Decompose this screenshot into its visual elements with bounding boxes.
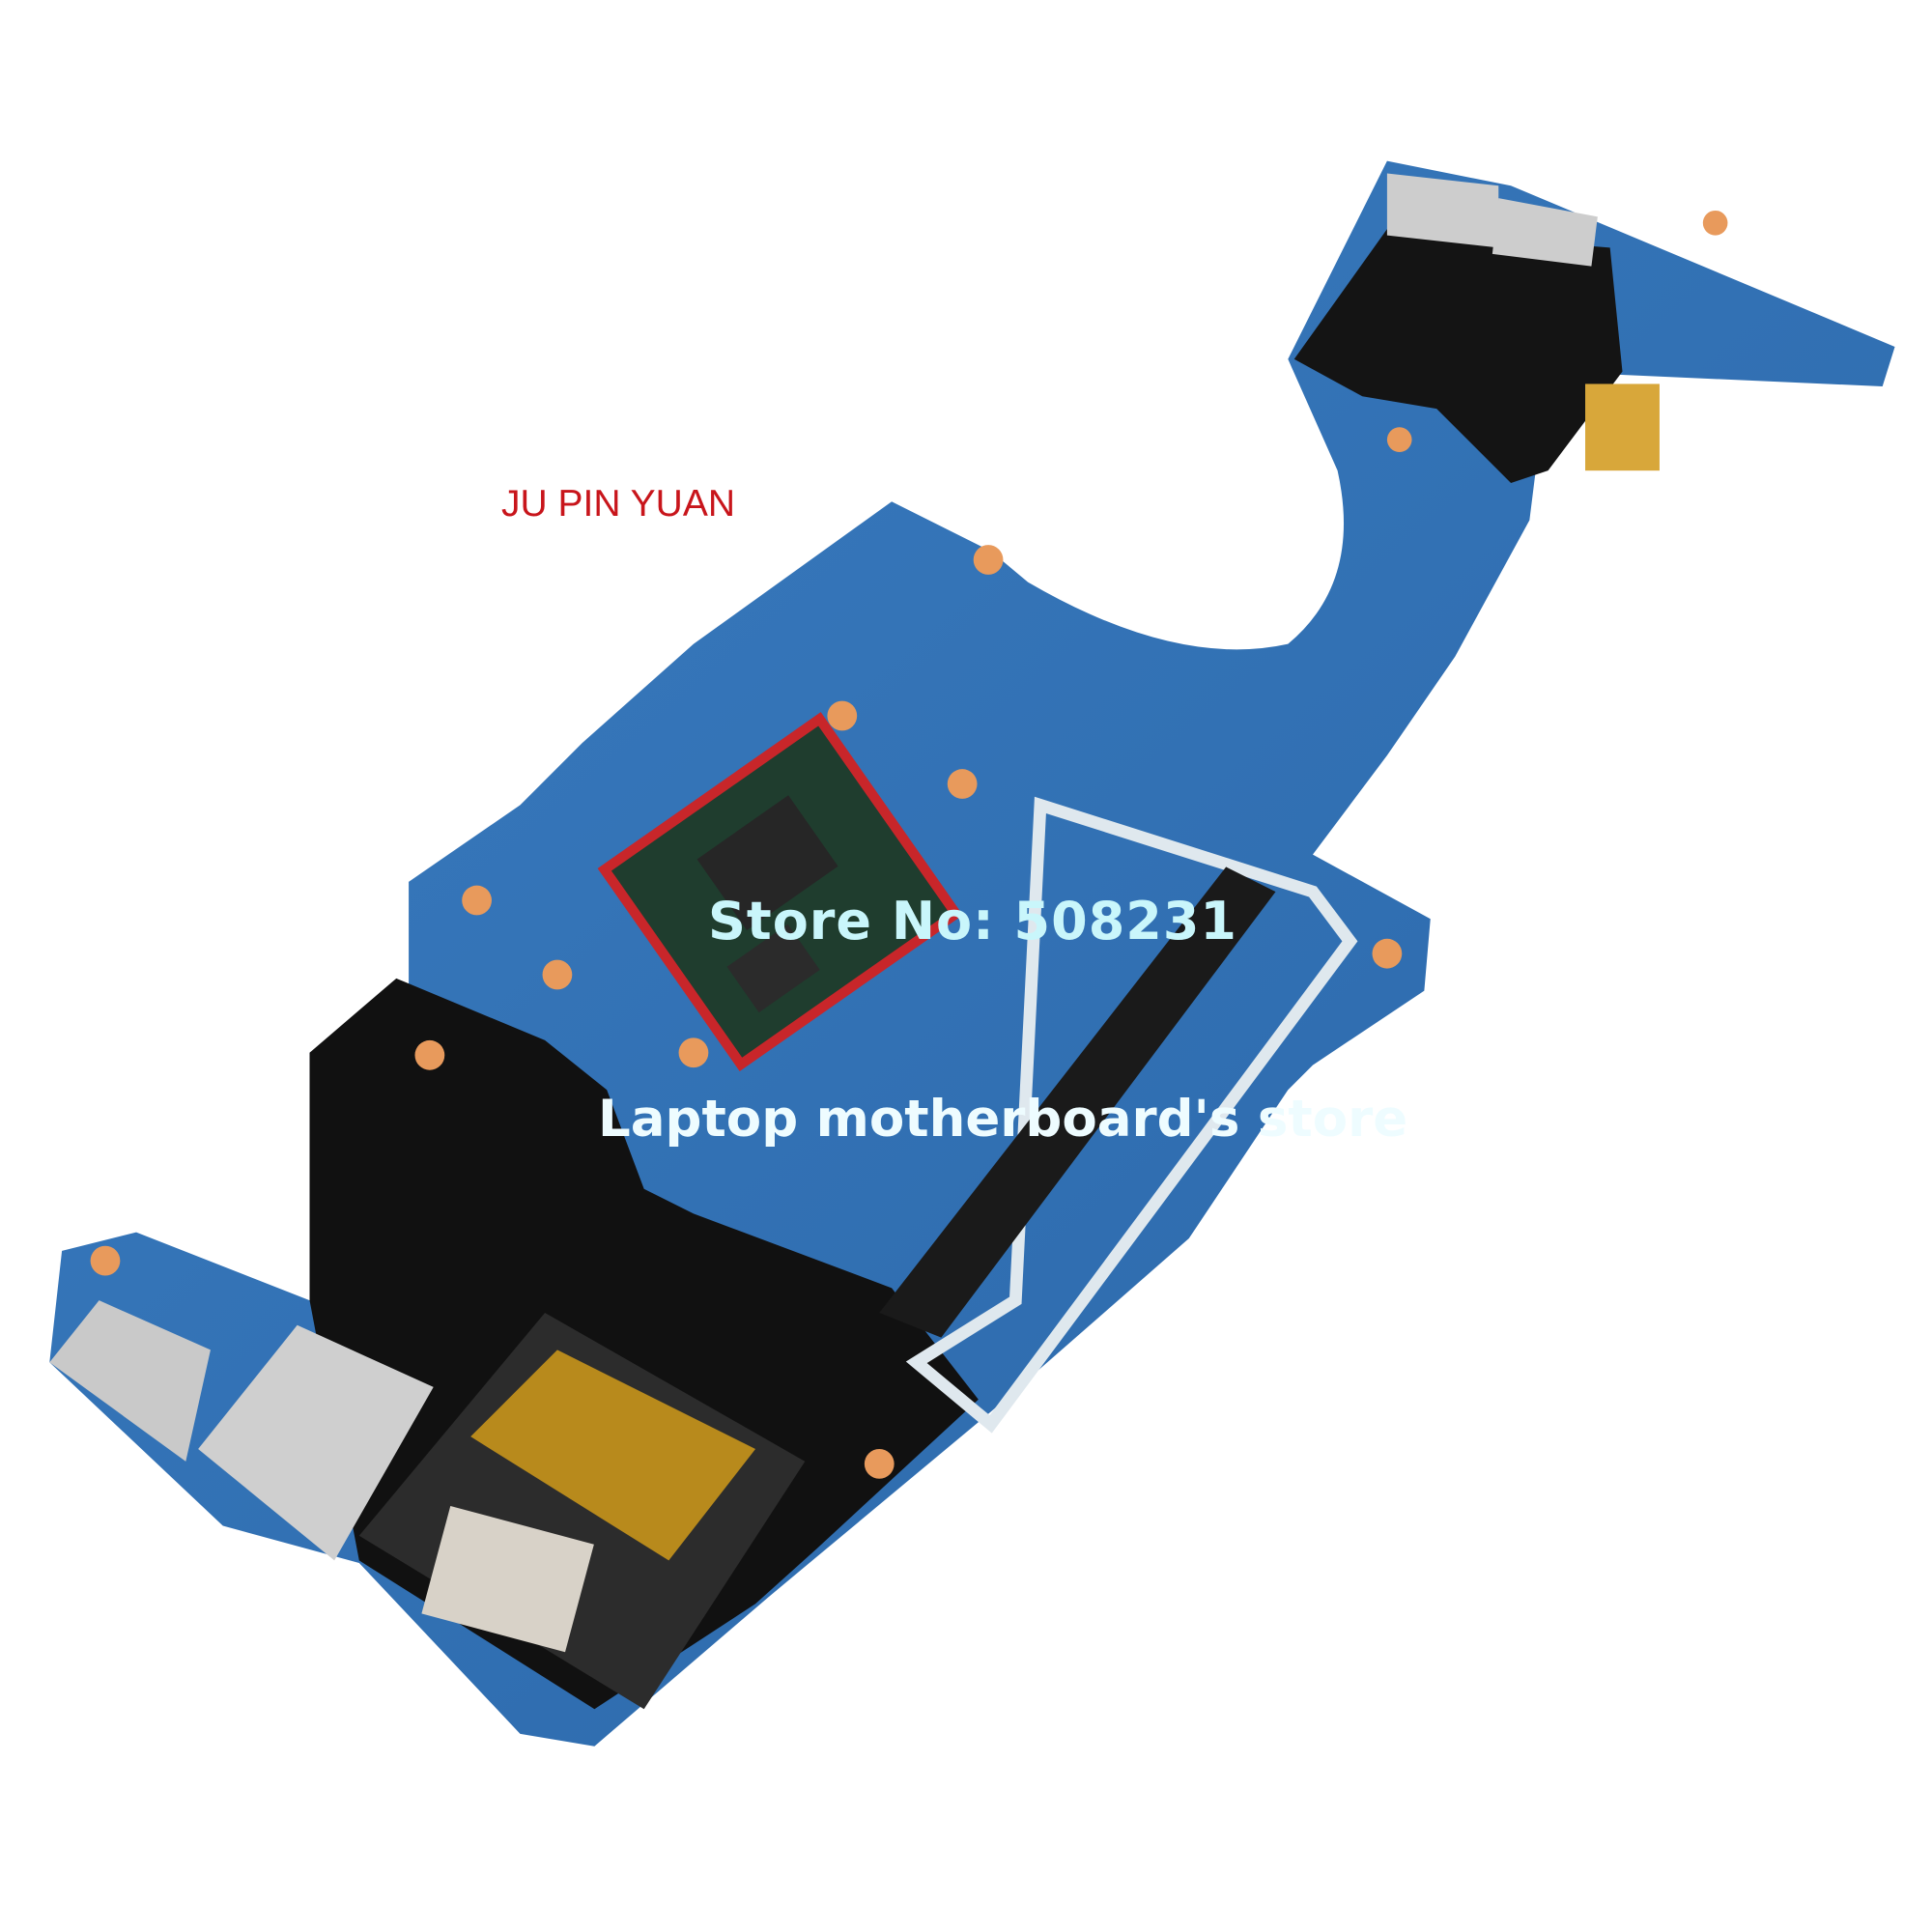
- brand-watermark: JU PIN YUAN: [501, 483, 735, 525]
- usb-port-top-2: [1492, 198, 1598, 267]
- ram-slot: [879, 867, 1276, 1338]
- connector: [1585, 384, 1660, 471]
- card-reader-metal: [421, 1505, 594, 1653]
- usb-port: [198, 1324, 434, 1561]
- store-number-watermark: Store No: 508231: [708, 891, 1237, 952]
- cpu-chip: [597, 712, 963, 1071]
- ram-frame: [905, 796, 1358, 1434]
- screw-holes: [90, 210, 1728, 1479]
- hdmi-port: [49, 1300, 211, 1462]
- usb-port-top-1: [1386, 173, 1499, 248]
- black-tape-top: [1293, 229, 1623, 483]
- card-reader-contacts: [470, 1350, 756, 1561]
- store-name-watermark: Laptop motherboard's store: [598, 1090, 1408, 1149]
- card-reader: [358, 1312, 806, 1710]
